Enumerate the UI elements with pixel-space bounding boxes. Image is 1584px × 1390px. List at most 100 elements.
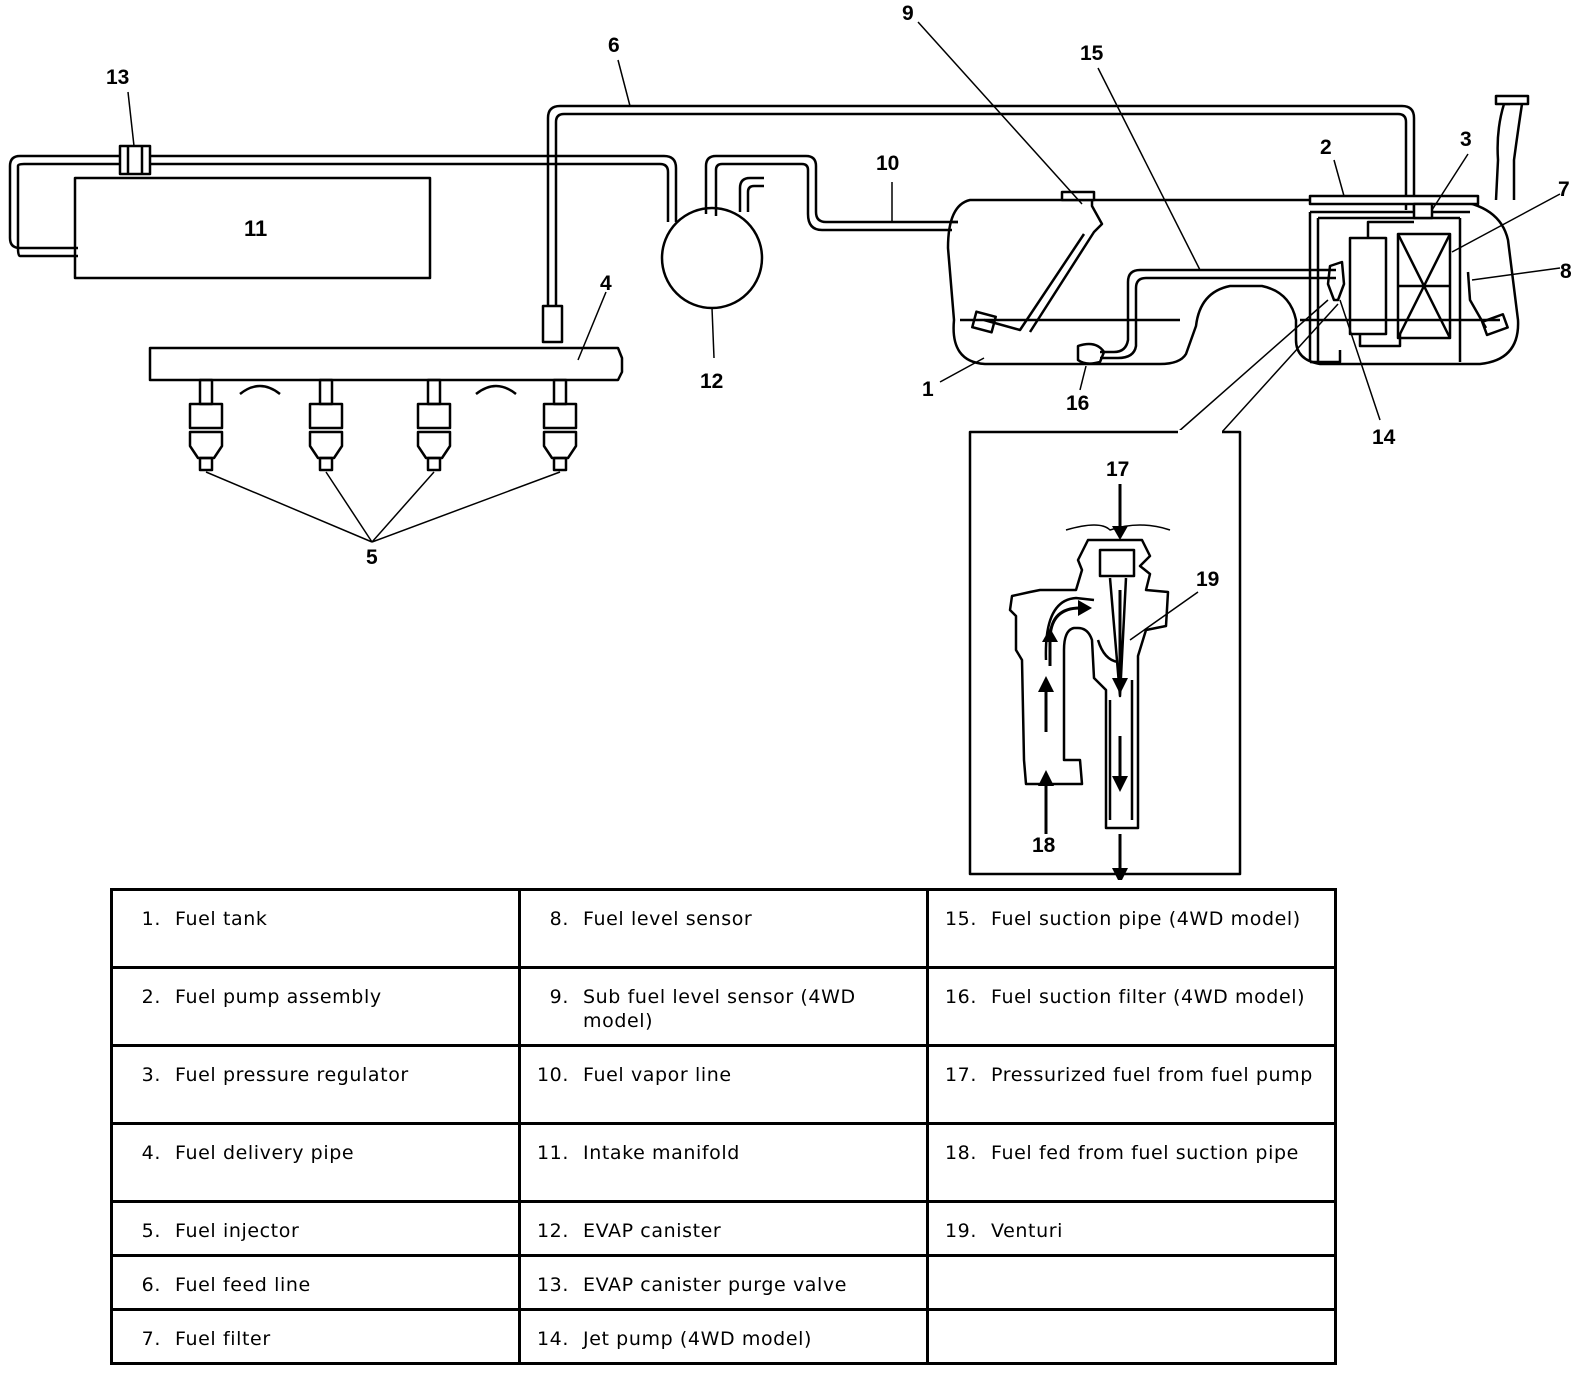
legend-number: 5. (141, 1220, 161, 1242)
legend-number: 7. (141, 1328, 161, 1350)
legend-cell: 4. Fuel delivery pipe (110, 1122, 521, 1203)
legend-cell (926, 1254, 1337, 1311)
intake-manifold-number: 11 (244, 216, 267, 241)
legend-cell: 12. EVAP canister (518, 1200, 929, 1257)
fuel-level-sensor (1466, 271, 1488, 329)
legend-cell: 5. Fuel injector (110, 1200, 521, 1257)
legend-number: 4. (141, 1142, 161, 1164)
legend-text: Fuel level sensor (583, 908, 753, 930)
leader-lines (127, 21, 1561, 543)
legend-number: 19. (944, 1220, 977, 1242)
callout-10: 10 (876, 152, 899, 175)
legend-row: 1. Fuel tank 8. Fuel level sensor 15. Fuel … (110, 888, 1337, 969)
legend-number: 16. (944, 986, 977, 1008)
legend-text: Fuel feed line (175, 1274, 311, 1296)
legend-text: Fuel pressure regulator (175, 1064, 409, 1086)
legend-table: 1. Fuel tank 8. Fuel level sensor 15. Fuel … (110, 888, 1337, 1365)
legend-text: Fuel suction filter (4WD model) (991, 986, 1306, 1008)
legend-text: Fuel pump assembly (175, 986, 382, 1008)
legend-cell (926, 1308, 1337, 1365)
legend-text: Pressurized fuel from fuel pump (991, 1064, 1313, 1086)
callout-5: 5 (366, 546, 378, 569)
fuel-feed-line (546, 104, 1416, 310)
legend-number: 8. (549, 908, 569, 930)
evap-purge-line-inner (16, 162, 670, 258)
callout-1: 1 (922, 378, 934, 401)
legend-number: 10. (536, 1064, 569, 1086)
callout-2: 2 (1320, 136, 1332, 159)
fuel-injectors (188, 378, 578, 472)
legend-number: 13. (536, 1274, 569, 1296)
flow-arrows (1044, 484, 1122, 870)
legend-row: 4.Fuel delivery pipe 11.Intake manifold … (110, 1122, 1337, 1203)
callout-7: 7 (1558, 178, 1570, 201)
legend-number: 12. (536, 1220, 569, 1242)
detail-callout-lines (1177, 299, 1339, 433)
fuel-delivery-pipe (148, 346, 624, 382)
legend-text: Fuel fed from fuel suction pipe (991, 1142, 1299, 1164)
callout-numbers: 13 6 9 15 10 2 3 7 8 4 12 1 16 14 5 17 1… (106, 2, 1572, 857)
callout-16: 16 (1066, 392, 1089, 415)
callout-8: 8 (1560, 260, 1572, 283)
fuel-suction-pipe (1100, 268, 1336, 354)
legend-text: Fuel tank (175, 908, 268, 930)
legend-row: 2. Fuel pump assembly 9. Sub fuel level se… (110, 966, 1337, 1047)
legend-cell: 19. Venturi (926, 1200, 1337, 1257)
fuel-system-diagram: 11 13 6 9 15 10 2 3 7 8 4 12 1 16 14 5 1… (8, 2, 1572, 880)
legend-number: 3. (141, 1064, 161, 1086)
legend-cell: 10. Fuel vapor line (518, 1044, 929, 1125)
callout-15: 15 (1080, 42, 1104, 65)
callout-12: 12 (700, 370, 723, 393)
legend-cell: 7. Fuel filter (110, 1308, 521, 1365)
legend-text: Fuel suction pipe (4WD model) (991, 908, 1301, 930)
legend-text: Venturi (991, 1220, 1064, 1242)
evap-purge-line (8, 154, 678, 250)
callout-13: 13 (106, 66, 129, 89)
legend-number: 6. (141, 1274, 161, 1296)
legend-text: Fuel vapor line (583, 1064, 732, 1086)
legend-cell: 14. Jet pump (4WD model) (518, 1308, 929, 1365)
legend-number: 15. (944, 908, 977, 930)
legend-number: 2. (141, 986, 161, 1008)
sub-fuel-level-sensor (1028, 194, 1104, 333)
legend-cell: 1. Fuel tank (110, 888, 521, 969)
legend-cell: 11. Intake manifold (518, 1122, 929, 1203)
callout-6: 6 (608, 34, 620, 57)
legend-number: 1. (141, 908, 161, 930)
legend-row: 5. Fuel injector 12. EVAP canister 19. Vent… (110, 1200, 1337, 1257)
fuel-pump-assembly (1308, 194, 1480, 206)
legend-number: 17. (944, 1064, 977, 1086)
legend-number: 14. (536, 1328, 569, 1350)
evap-canister-purge-valve (118, 144, 152, 176)
legend-text: Fuel delivery pipe (175, 1142, 355, 1164)
legend-text: Jet pump (4WD model) (583, 1328, 813, 1350)
legend-cell: 9. Sub fuel level sensor (4WD model) (518, 966, 929, 1047)
legend-cell: 15. Fuel suction pipe (4WD model) (926, 888, 1337, 969)
callout-9: 9 (902, 2, 914, 25)
legend-text: Fuel filter (175, 1328, 271, 1350)
legend-text: EVAP canister (583, 1220, 722, 1242)
fuel-tank (946, 198, 1520, 366)
legend-number: 18. (944, 1142, 977, 1164)
legend-number: 9. (549, 986, 569, 1008)
callout-3: 3 (1460, 128, 1472, 151)
legend-cell: 13.EVAP canister purge valve (518, 1254, 929, 1311)
fuel-pressure-regulator (1412, 202, 1434, 220)
evap-canister (660, 206, 764, 310)
legend-row: 7. Fuel filter 14. Jet pump (4WD model) (110, 1308, 1337, 1365)
legend-text: Intake manifold (583, 1142, 740, 1164)
legend-number: 11. (536, 1142, 569, 1164)
legend-text: Fuel injector (175, 1220, 300, 1242)
legend-cell: 18. Fuel fed from fuel suction pipe (926, 1122, 1337, 1203)
legend-row: 6. Fuel feed line 13.EVAP canister purge … (110, 1254, 1337, 1311)
callout-19: 19 (1196, 568, 1219, 591)
fuel-suction-filter (1076, 342, 1106, 365)
jet-pump-detail (1008, 524, 1171, 830)
legend-row: 3. Fuel pressure regulator 10. Fuel vapor … (110, 1044, 1337, 1125)
jet-pump (1326, 260, 1346, 302)
callout-4: 4 (600, 272, 612, 295)
callout-18: 18 (1032, 834, 1056, 857)
legend-text: Sub fuel level sensor (4WD model) (583, 986, 856, 1032)
legend-cell: 3. Fuel pressure regulator (110, 1044, 521, 1125)
callout-14: 14 (1372, 426, 1396, 449)
